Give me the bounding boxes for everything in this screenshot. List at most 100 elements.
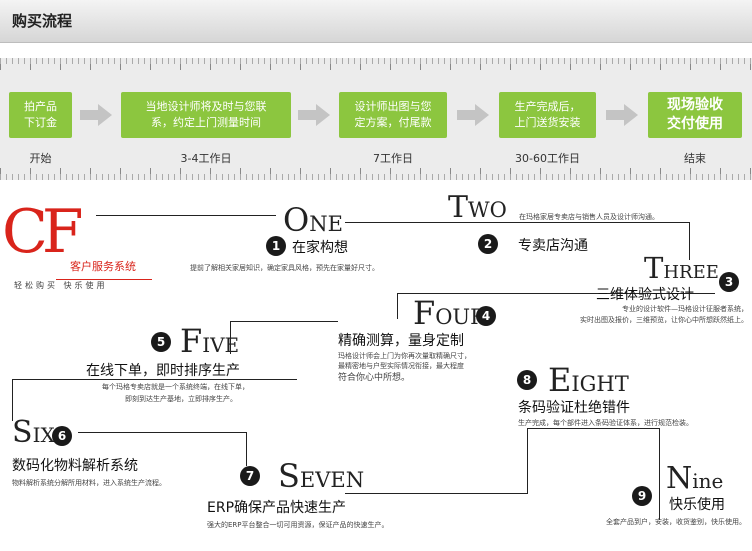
stage-3-number: 3 [719, 272, 739, 292]
stage-4-desc-1: 玛格设计师会上门为你再次量取精确尺寸， [338, 352, 471, 360]
process-step-2: 当地设计师将及时与您联 系，约定上门测量时间 [121, 92, 291, 138]
stage-6-desc: 物料解析系统分解所用材料，进入系统生产流程。 [12, 479, 166, 487]
connector-line [689, 222, 690, 260]
stage-4-desc-2: 最精密地与户型实际情况衔接，最大程度 [338, 362, 464, 370]
page-title: 购买流程 [12, 12, 73, 30]
stage-7-desc: 强大的ERP平台整合一切可用资源，保证产品的快速生产。 [207, 521, 389, 529]
process-step-5: 现场验收 交付使用 [648, 92, 742, 138]
stage-9-desc: 全套产品到户，安装，收货鉴别，快乐使用。 [606, 518, 746, 526]
stage-9-title: 快乐使用 [669, 497, 725, 513]
process-step-4: 生产完成后， 上门送货安装 [499, 92, 596, 138]
stage-5-desc-2: 即刻到达生产基地，立即排序生产。 [125, 395, 237, 403]
stage-6-en-cap: S [12, 415, 33, 450]
stage-5-en-cap: F [180, 322, 203, 360]
brand-underline [56, 279, 152, 280]
brand-subtitle: 客户服务系统 [70, 260, 136, 273]
stage-3-desc-2: 实时出图及报价，三维预览，让你心中所想跃然纸上。 [580, 316, 748, 324]
stage-9-en-rest: ine [692, 469, 724, 493]
stage-4-en: FOUR [413, 297, 486, 329]
stage-8-desc: 生产完成，每个部件进入条码验证体系，进行规范检装。 [518, 419, 693, 427]
stage-1-en-rest: NE [309, 212, 343, 236]
stage-1-title: 在家构想 [292, 240, 348, 256]
stage-1-en: ONE [283, 204, 343, 236]
ruler-ticks-bottom [0, 168, 752, 180]
process-step-2-text: 当地设计师将及时与您联 系，约定上门测量时间 [145, 100, 267, 129]
process-step-4-label: 30-60工作日 [515, 152, 580, 165]
stage-2-title: 专卖店沟通 [518, 238, 588, 254]
process-step-5-text: 现场验收 交付使用 [667, 97, 723, 132]
arrow-right-icon [606, 104, 638, 126]
connector-line [230, 321, 231, 354]
connector-line [659, 428, 660, 520]
connector-line [230, 321, 338, 322]
stage-4-en-rest: OUR [435, 305, 486, 329]
arrow-right-icon [80, 104, 112, 126]
stage-7-en-cap: S [278, 457, 300, 495]
stage-4-desc-3: 符合你心中所想。 [338, 373, 411, 383]
stage-3-desc-1: 专业的设计软件—玛格设计征服者系统， [622, 305, 748, 313]
stage-1-desc: 提前了解相关家居知识，确定家具风格，预先在家量好尺寸。 [190, 264, 379, 272]
stage-7-number: 7 [240, 466, 260, 486]
stage-5-en: FIVE [180, 325, 239, 357]
arrow-right-icon [457, 104, 489, 126]
stage-5-en-rest: IVE [202, 333, 240, 357]
process-step-4-text: 生产完成后， 上门送货安装 [514, 100, 581, 129]
connector-line [12, 379, 13, 421]
connector-line [345, 493, 528, 494]
stage-2-en-cap: T [448, 190, 469, 225]
stage-3-title: 三维体验式设计 [596, 287, 694, 303]
stage-6-en-rest: IX [32, 423, 55, 447]
stage-2-en: TWO [448, 193, 507, 223]
process-step-3: 设计师出图与您 定方案，付尾款 [339, 92, 447, 138]
stage-8-en-rest: IGHT [571, 372, 629, 396]
stage-9-en: Nine [666, 464, 723, 494]
stage-7-en-rest: EVEN [299, 468, 365, 492]
brand-logo: CF [2, 197, 84, 267]
process-step-1: 拍产品 下订金 [9, 92, 72, 138]
connector-line [78, 432, 246, 433]
stage-8-number: 8 [517, 370, 537, 390]
connector-line [397, 293, 715, 294]
stage-8-title: 条码验证杜绝错件 [518, 400, 630, 416]
stage-4-en-cap: F [413, 294, 436, 332]
stage-8-en: EIGHT [548, 364, 629, 396]
stage-2-desc: 在玛格家居专卖店与销售人员及设计师沟通。 [519, 213, 659, 221]
connector-line [246, 432, 247, 466]
header-bar [0, 0, 752, 43]
stage-2-number: 2 [478, 234, 498, 254]
connector-line [527, 428, 659, 429]
process-step-2-label: 3-4工作日 [180, 152, 232, 165]
process-step-1-label: 开始 [29, 152, 52, 165]
stage-3-en: THREE [644, 254, 719, 283]
stage-7-en: SEVEN [278, 460, 364, 492]
connector-line [527, 428, 528, 494]
stage-6-title: 数码化物料解析系统 [12, 458, 138, 474]
stage-9-number: 9 [632, 486, 652, 506]
stage-3-en-cap: T [644, 251, 664, 285]
stage-9-en-cap: N [666, 461, 693, 496]
process-step-1-text: 拍产品 下订金 [24, 100, 57, 129]
stage-4-title: 精确测算，量身定制 [338, 333, 464, 349]
stage-1-number: 1 [266, 236, 286, 256]
stage-5-desc-1: 每个玛格专卖店就是一个系统终端，在线下单， [102, 383, 249, 391]
stage-4-number: 4 [476, 306, 496, 326]
brand-slogan: 轻松购买 快乐使用 [14, 281, 108, 290]
connector-line [345, 222, 690, 223]
stage-1-en-cap: O [283, 201, 310, 239]
stage-5-number: 5 [151, 332, 171, 352]
ruler-ticks-top [0, 58, 752, 70]
stage-8-en-cap: E [548, 361, 572, 399]
connector-line [397, 293, 398, 319]
arrow-right-icon [298, 104, 330, 126]
connector-line [96, 215, 276, 216]
process-step-3-text: 设计师出图与您 定方案，付尾款 [354, 100, 432, 129]
stage-6-number: 6 [52, 426, 72, 446]
process-step-5-label: 结束 [684, 152, 706, 165]
stage-7-title: ERP确保产品快速生产 [207, 500, 347, 516]
stage-3-en-rest: HREE [663, 262, 719, 283]
connector-line [12, 379, 297, 380]
stage-2-en-rest: WO [468, 198, 507, 222]
process-step-3-label: 7工作日 [373, 152, 413, 165]
stage-5-title: 在线下单，即时排序生产 [86, 363, 240, 379]
stage-6-en: SIX [12, 418, 55, 448]
